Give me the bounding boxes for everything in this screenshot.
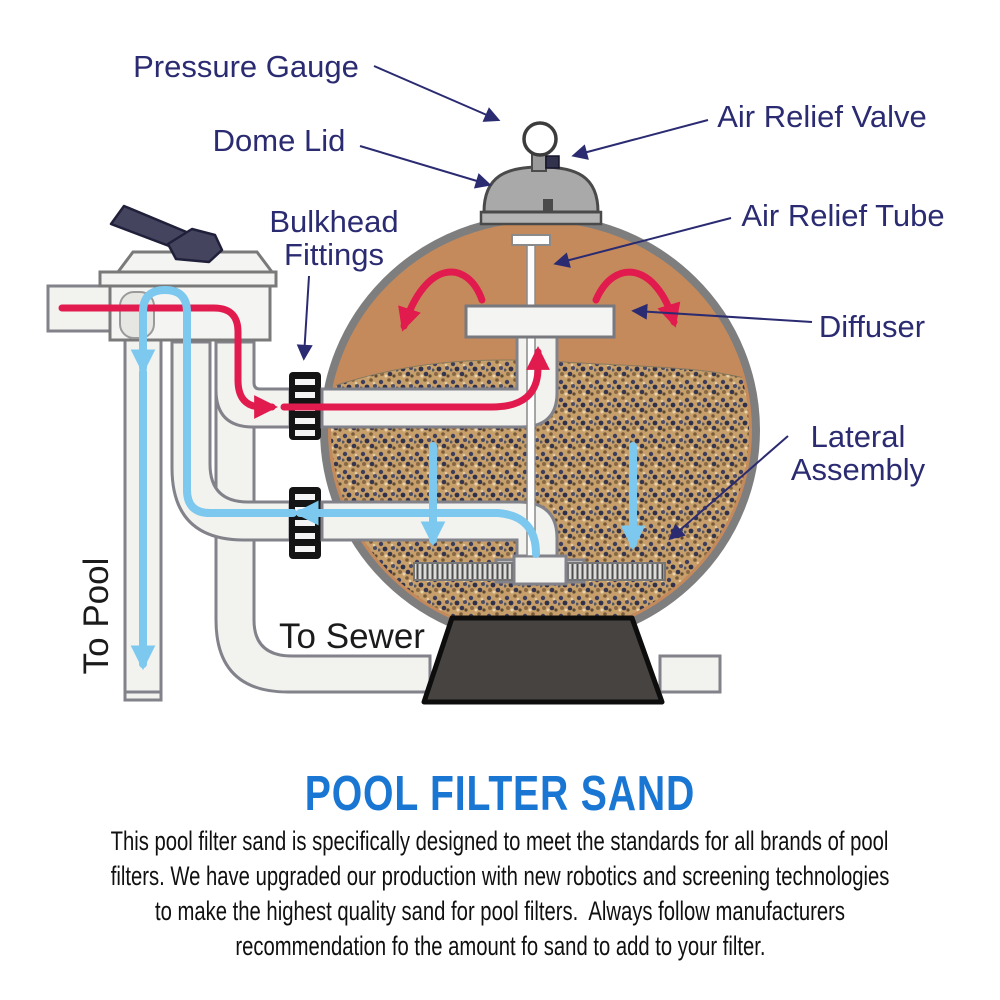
dome-lid xyxy=(479,165,603,226)
diffuser xyxy=(464,304,616,339)
label-dome-lid: Dome Lid xyxy=(213,123,346,158)
label-assembly: Assembly xyxy=(791,452,926,487)
paragraph-line-4: recommendation fo the amount fo sand to … xyxy=(234,931,766,961)
label-pressure-gauge: Pressure Gauge xyxy=(133,49,359,84)
spray-arc-right xyxy=(592,268,681,328)
leader-pressure-gauge xyxy=(373,65,501,122)
air-relief-valve-part xyxy=(545,155,560,169)
paragraph-line-2: filters. We have upgraded our production… xyxy=(110,861,890,891)
pressure-gauge xyxy=(522,121,560,172)
feed-pipe xyxy=(214,340,292,429)
sewer-pipe-right xyxy=(658,654,722,694)
paragraph-line-3: to make the highest quality sand for poo… xyxy=(155,896,845,926)
filter-tank xyxy=(320,214,760,646)
lid-knob xyxy=(543,199,553,212)
leader-air-relief-valve xyxy=(571,119,709,160)
leader-lines xyxy=(296,65,813,541)
leader-lateral-assembly xyxy=(668,435,789,541)
label-air-relief-tube: Air Relief Tube xyxy=(741,198,944,233)
leader-dome-lid xyxy=(359,145,492,189)
label-to-sewer: To Sewer xyxy=(279,617,425,656)
valve-handle xyxy=(109,204,224,264)
leader-diffuser xyxy=(631,303,813,323)
label-fittings: Fittings xyxy=(284,237,384,272)
description-paragraph: This pool filter sand is specifically de… xyxy=(0,824,1000,964)
return-riser-pipe xyxy=(170,340,292,542)
sand-filter-diagram: Pressure Gauge Dome Lid Bulkhead Fitting… xyxy=(46,49,945,705)
label-bulkhead: Bulkhead xyxy=(269,204,398,239)
tank-base xyxy=(421,615,665,705)
spray-arc-left xyxy=(398,268,486,332)
flow-red xyxy=(58,268,681,419)
label-lateral: Lateral xyxy=(811,419,906,454)
leader-bulkhead-fittings xyxy=(296,275,313,361)
lateral-hub xyxy=(512,554,568,586)
paragraph-line-1: This pool filter sand is specifically de… xyxy=(111,826,889,856)
leader-air-relief-tube xyxy=(553,217,732,268)
page-title: POOL FILTER SAND xyxy=(304,767,696,821)
lateral-assembly xyxy=(413,562,666,581)
label-diffuser: Diffuser xyxy=(819,309,925,344)
bulkhead-fitting-lower xyxy=(289,487,321,559)
label-air-relief-valve: Air Relief Valve xyxy=(717,99,927,134)
flow-blue xyxy=(130,285,646,671)
label-to-pool: To Pool xyxy=(77,558,116,675)
